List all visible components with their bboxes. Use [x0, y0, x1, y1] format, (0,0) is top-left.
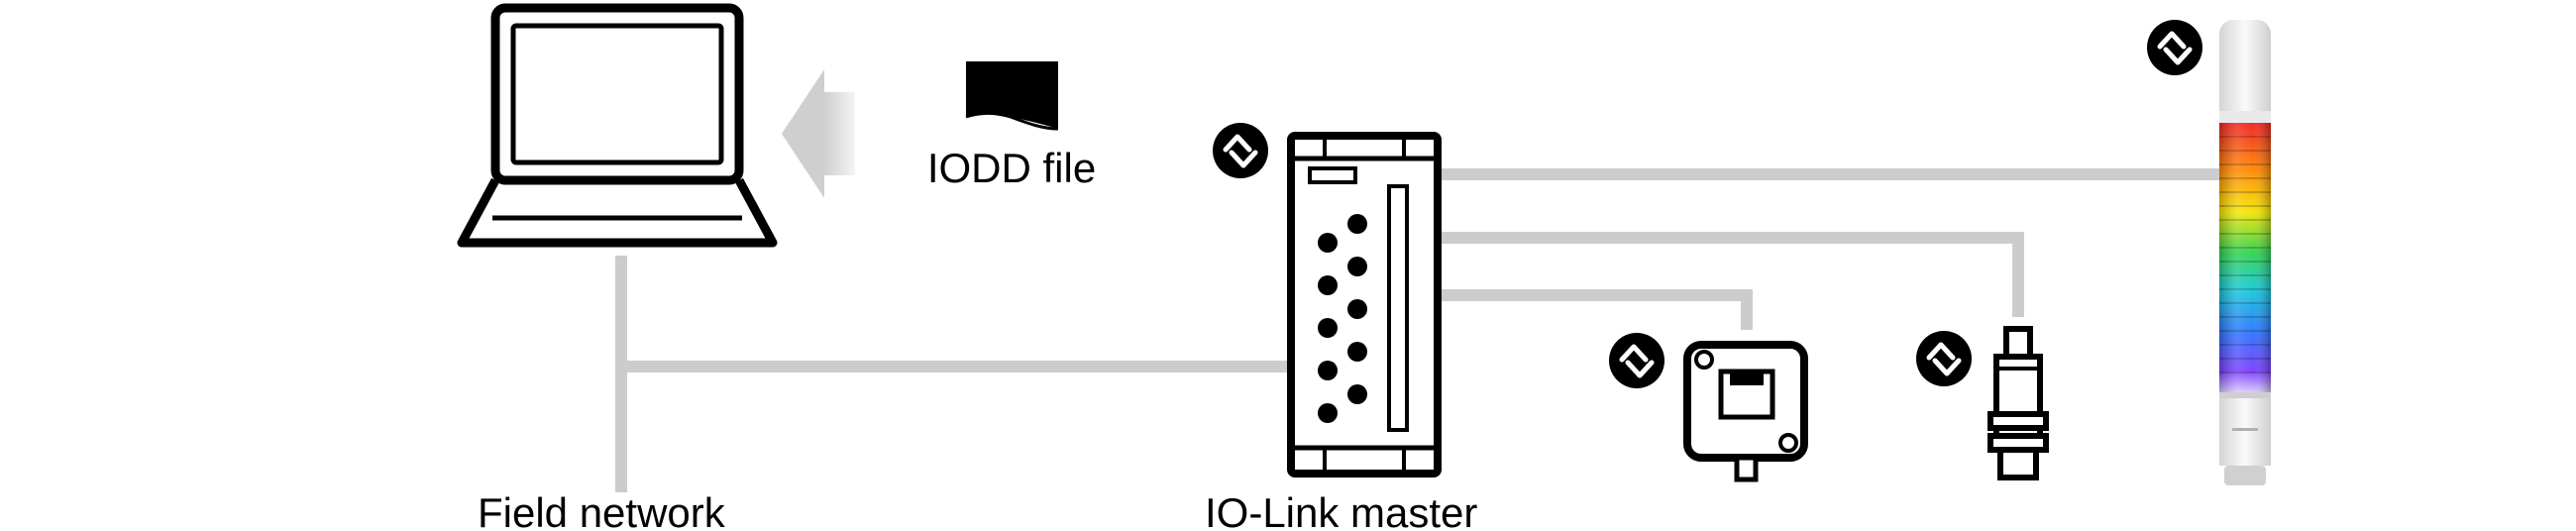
connection-lines	[615, 168, 2219, 492]
transfer-arrow-icon	[782, 69, 855, 198]
sensor-box-icon	[1683, 341, 1808, 482]
io-link-logo-icon	[2147, 20, 2202, 75]
master-to-sensor-box-line	[1439, 289, 1753, 330]
computer-screen	[490, 3, 744, 185]
computer-screen-inner	[510, 23, 724, 165]
io-link-master-label: IO-Link master	[1205, 489, 1477, 531]
field-network-label: Field network	[478, 489, 726, 531]
io-link-logo-icon	[1609, 333, 1664, 388]
master-to-proximity-sensor-line	[1439, 232, 2024, 317]
proximity-sensor-icon	[1987, 326, 2049, 480]
computer-icon	[457, 3, 778, 248]
document-icon	[965, 61, 1059, 131]
iodd-file-label: IODD file	[927, 145, 1096, 191]
io-link-master-icon	[1287, 132, 1442, 478]
io-link-logo-icon	[1916, 331, 1972, 386]
io-link-logo-icon	[1213, 123, 1268, 178]
signal-tower-icon	[2219, 20, 2271, 485]
master-ports	[1318, 214, 1367, 423]
computer-base	[457, 177, 778, 248]
